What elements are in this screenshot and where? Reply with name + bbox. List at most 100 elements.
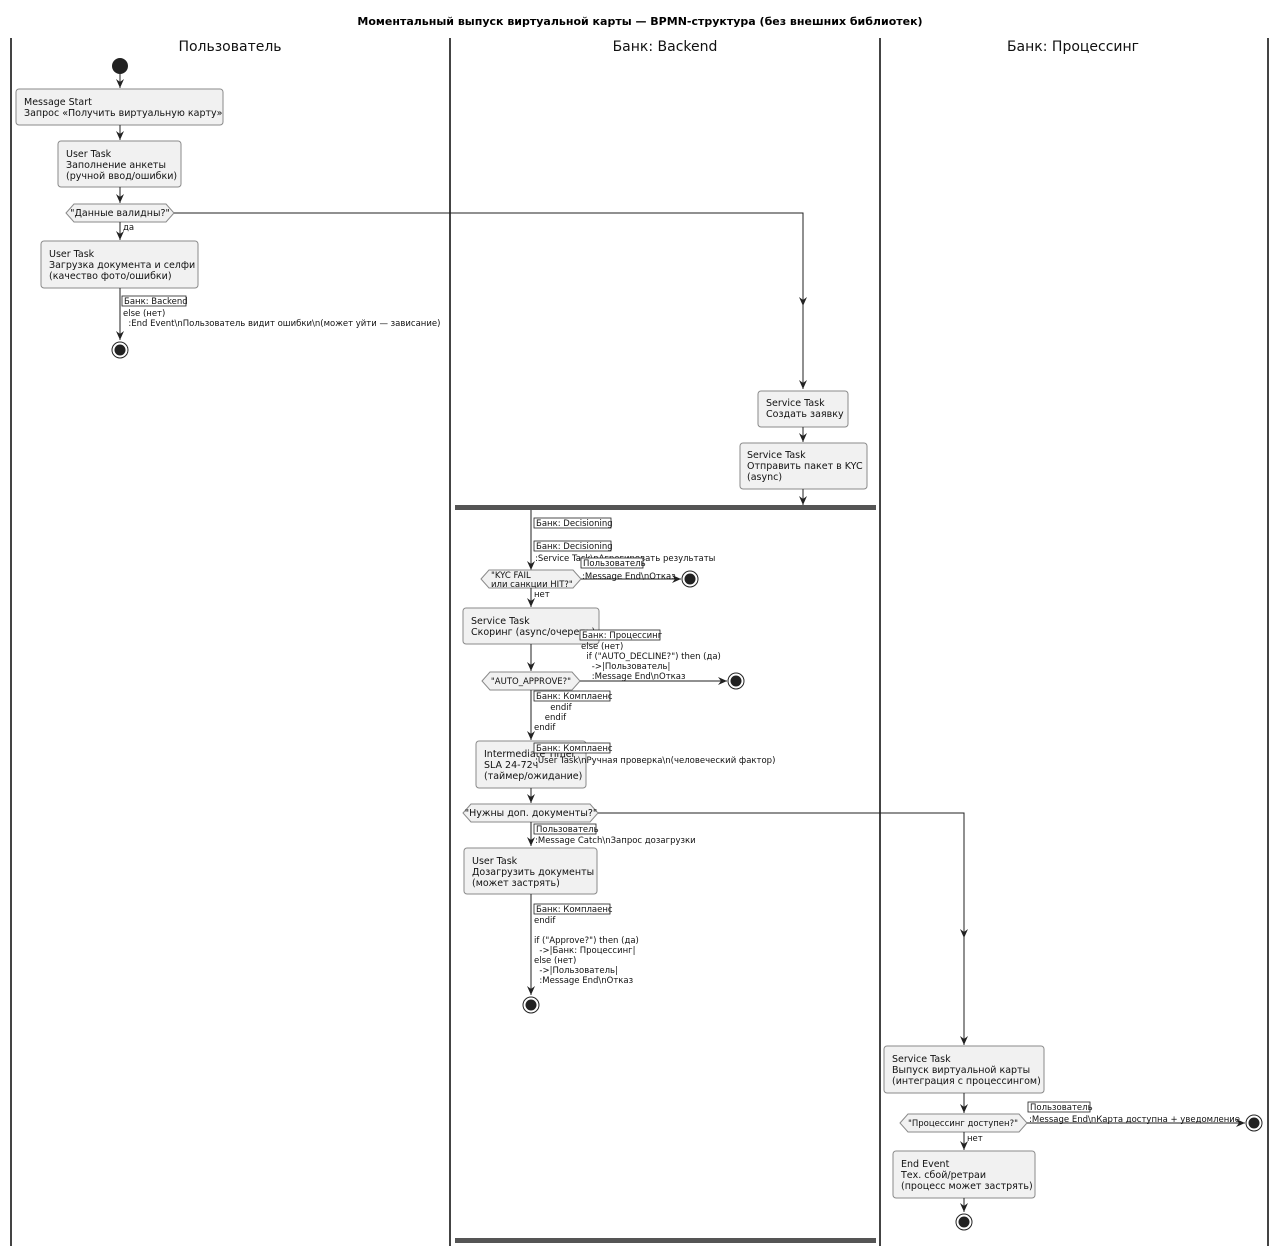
svg-text:->|Пользователь|: ->|Пользователь|	[534, 966, 618, 976]
svg-text:SLA 24-72ч: SLA 24-72ч	[484, 760, 538, 771]
svg-text:Банк: Decisioning: Банк: Decisioning	[536, 542, 613, 552]
svg-text:else (нет): else (нет)	[534, 956, 576, 966]
svg-text:Отправить пакет в KYC: Отправить пакет в KYC	[747, 461, 863, 472]
lane-title-processing: Банк: Процессинг	[1007, 39, 1139, 55]
svg-text:Банк: Backend: Банк: Backend	[124, 297, 188, 307]
task-issue-card: Service Task Выпуск виртуальной карты (и…	[883, 1045, 1045, 1094]
svg-text:(async): (async)	[747, 472, 782, 483]
task-end-tech-failure: End Event Тех. сбой/ретраи (процесс може…	[892, 1150, 1036, 1199]
start-event	[112, 58, 128, 74]
lane-title-backend: Банк: Backend	[613, 39, 718, 55]
svg-text:endif: endif	[534, 723, 556, 733]
task-scoring: Service Task Скоринг (async/очередь)	[462, 607, 600, 645]
svg-text:else (нет): else (нет)	[581, 642, 623, 652]
edge-label-no-kyc: нет	[534, 590, 550, 600]
svg-text:Скоринг (async/очередь): Скоринг (async/очередь)	[471, 627, 595, 638]
task-message-start: Message Start Запрос «Получить виртуальн…	[15, 88, 224, 126]
edge-label-yes: да	[123, 223, 134, 233]
end-event-backend	[522, 996, 540, 1014]
note-compliance-1: Банк: Комплаенс endif endif endif	[533, 690, 613, 733]
svg-text:User Task: User Task	[472, 856, 518, 867]
svg-text:Пользователь: Пользователь	[536, 825, 599, 835]
svg-text:Запрос «Получить виртуальную к: Запрос «Получить виртуальную карту»	[24, 108, 223, 119]
svg-text::End Event\nПользователь видит: :End Event\nПользователь видит ошибки\n(…	[123, 319, 440, 329]
svg-text:Загрузка документа и селфи: Загрузка документа и селфи	[49, 260, 195, 271]
svg-text:"Данные валидны?": "Данные валидны?"	[70, 208, 170, 219]
svg-text:Банк: Комплаенс: Банк: Комплаенс	[536, 744, 613, 754]
svg-text:"AUTO_APPROVE?": "AUTO_APPROVE?"	[491, 677, 571, 687]
svg-text::Message Catch\nЗапрос дозагру: :Message Catch\nЗапрос дозагрузки	[535, 836, 696, 846]
svg-text:Выпуск виртуальной карты: Выпуск виртуальной карты	[892, 1065, 1030, 1076]
svg-text:else (нет): else (нет)	[123, 309, 165, 319]
svg-text:Тех. сбой/ретраи: Тех. сбой/ретраи	[900, 1170, 986, 1181]
svg-text:Заполнение анкеты: Заполнение анкеты	[66, 160, 166, 171]
diagram-title: Моментальный выпуск виртуальной карты — …	[357, 15, 922, 28]
edge-label-no-processing: нет	[967, 1134, 983, 1144]
svg-text:Service Task: Service Task	[892, 1054, 951, 1065]
gateway-data-valid: "Данные валидны?"	[65, 203, 175, 223]
note-compliance-2: Банк: Комплаенс :User Task\nРучная прове…	[533, 742, 775, 766]
svg-text:Дозагрузить документы: Дозагрузить документы	[472, 867, 594, 878]
task-create-application: Service Task Создать заявку	[757, 390, 849, 428]
end-event-kyc-reject	[681, 570, 699, 588]
gateway-need-docs: "Нужны доп. документы?"	[462, 803, 599, 823]
svg-text:Банк: Decisioning: Банк: Decisioning	[536, 519, 613, 529]
fork-bar	[455, 505, 876, 510]
swimlane-borders	[10, 38, 1269, 1246]
svg-text:Банк: Комплаенс: Банк: Комплаенс	[536, 692, 613, 702]
svg-text:"Процессинг доступен?": "Процессинг доступен?"	[908, 1119, 1018, 1129]
svg-text:endif: endif	[534, 703, 573, 713]
note-user-catch: Пользователь :Message Catch\nЗапрос доза…	[533, 823, 696, 846]
svg-text:endif: endif	[534, 916, 556, 926]
svg-text:Пользователь: Пользователь	[1030, 1103, 1093, 1113]
note-compliance-3: Банк: Комплаенс endif if ("Approve?") th…	[533, 903, 639, 986]
svg-text:"KYC FAIL: "KYC FAIL	[491, 571, 531, 581]
task-fill-form: User Task Заполнение анкеты (ручной ввод…	[57, 140, 182, 188]
end-event-auto-decline	[727, 672, 745, 690]
end-event-user	[111, 341, 129, 359]
svg-text:endif: endif	[534, 713, 567, 723]
svg-text:Intermediate Timer: Intermediate Timer	[484, 749, 576, 760]
svg-text:if ("AUTO_DECLINE?") then (да): if ("AUTO_DECLINE?") then (да)	[581, 652, 721, 662]
task-upload-docs: User Task Загрузка документа и селфи (ка…	[40, 240, 199, 289]
svg-text:if ("Approve?") then (да): if ("Approve?") then (да)	[534, 936, 639, 946]
note-decisioning-1: Банк: Decisioning	[533, 517, 613, 529]
svg-text::Message End\nКарта доступна +: :Message End\nКарта доступна + уведомлен…	[1029, 1115, 1240, 1125]
gateway-auto-approve: "AUTO_APPROVE?"	[481, 671, 581, 691]
svg-text:Message Start: Message Start	[24, 97, 92, 108]
svg-text::Message End\nОтказ: :Message End\nОтказ	[534, 976, 634, 986]
svg-text::Message End\nОтказ: :Message End\nОтказ	[582, 572, 676, 582]
note-card-ready: Пользователь :Message End\nКарта доступн…	[1027, 1101, 1240, 1125]
svg-text:Пользователь: Пользователь	[583, 559, 646, 569]
svg-text:User Task: User Task	[49, 249, 95, 260]
svg-text:или санкции HIT?": или санкции HIT?"	[491, 580, 573, 590]
svg-text:Service Task: Service Task	[747, 450, 806, 461]
note-user-else: Банк: Backend else (нет) :End Event\nПол…	[121, 295, 440, 329]
task-send-kyc: Service Task Отправить пакет в KYC (asyn…	[739, 442, 868, 490]
svg-text::Message End\nОтказ: :Message End\nОтказ	[581, 672, 686, 682]
svg-text:(таймер/ожидание): (таймер/ожидание)	[484, 771, 582, 782]
svg-text:"Нужны доп. документы?": "Нужны доп. документы?"	[465, 808, 597, 819]
gateway-processing-available: "Процессинг доступен?"	[899, 1113, 1028, 1133]
end-event-card-ready	[1245, 1114, 1263, 1132]
svg-text:Service Task: Service Task	[471, 616, 530, 627]
svg-text::User Task\nРучная проверка\n(: :User Task\nРучная проверка\n(человеческ…	[535, 756, 775, 766]
svg-text:(процесс может застрять): (процесс может застрять)	[901, 1181, 1033, 1192]
svg-text:(ручной ввод/ошибки): (ручной ввод/ошибки)	[66, 171, 177, 182]
svg-text:(может застрять): (может застрять)	[472, 878, 560, 889]
join-bar	[455, 1238, 876, 1243]
svg-text:(интеграция с процессингом): (интеграция с процессингом)	[892, 1076, 1041, 1087]
svg-text:End Event: End Event	[901, 1159, 950, 1170]
end-event-processing	[955, 1213, 973, 1231]
gateway-kyc-fail: "KYC FAIL или санкции HIT?"	[480, 569, 582, 590]
svg-text:Банк: Комплаенс: Банк: Комплаенс	[536, 905, 613, 915]
task-reupload-docs: User Task Дозагрузить документы (может з…	[463, 847, 598, 895]
note-processing-else: Банк: Процессинг else (нет) if ("AUTO_DE…	[579, 629, 721, 682]
svg-text:(качество фото/ошибки): (качество фото/ошибки)	[49, 271, 172, 282]
svg-text:->|Пользователь|: ->|Пользователь|	[581, 662, 670, 672]
svg-text:Создать заявку: Создать заявку	[766, 409, 844, 420]
note-kyc-reject: Пользователь :Message End\nОтказ	[580, 557, 676, 582]
svg-text:Банк: Процессинг: Банк: Процессинг	[582, 631, 663, 641]
svg-text:User Task: User Task	[66, 149, 112, 160]
